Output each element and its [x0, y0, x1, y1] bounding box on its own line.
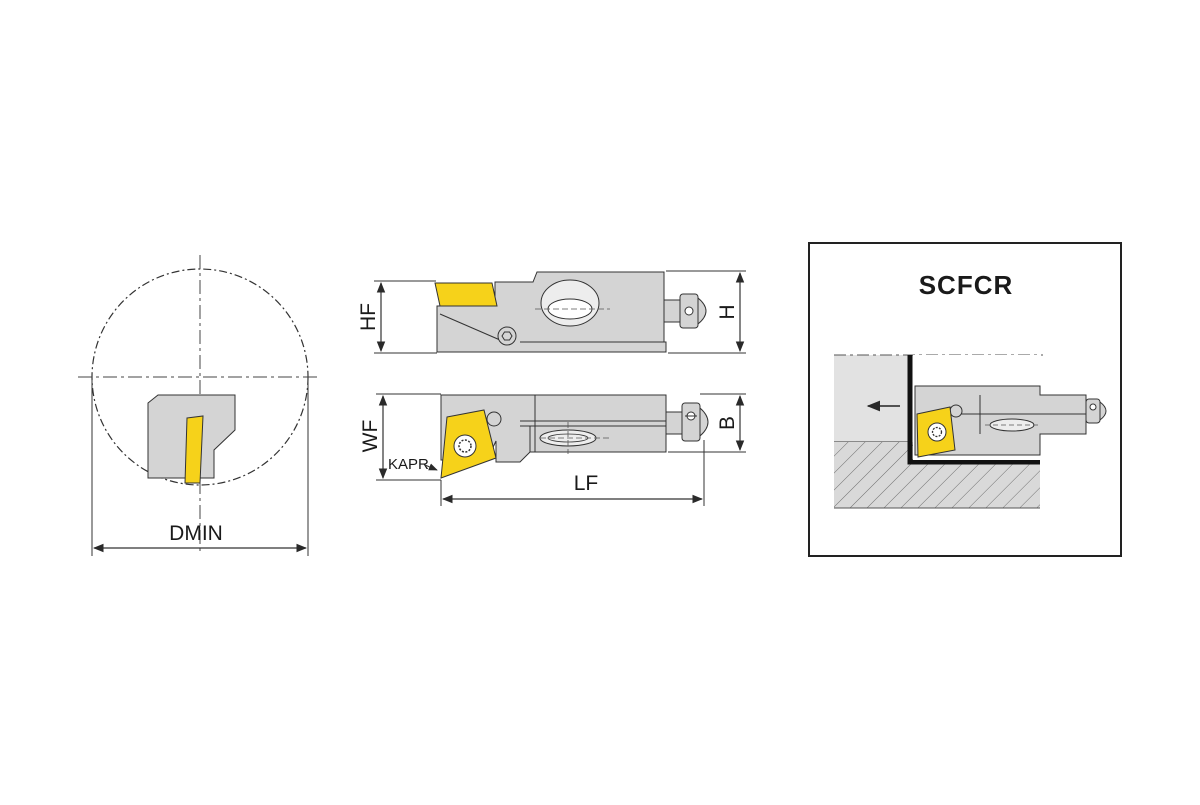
app-clamp-screw — [949, 404, 963, 418]
side-clamp-screw-hex — [501, 331, 513, 341]
top-insert-torx-icon — [458, 439, 472, 453]
app-insert-torx-icon — [931, 426, 943, 438]
tool-type-title: SCFCR — [919, 270, 1014, 300]
side-body-ramp — [439, 313, 501, 341]
top-adjust-head — [681, 402, 701, 442]
dmin-label: DMIN — [169, 522, 223, 545]
workpiece-upper — [834, 355, 908, 442]
insert-section — [184, 415, 204, 484]
app-adjust-cap — [1099, 400, 1107, 422]
b-label: B — [716, 416, 739, 430]
application-panel: SCFCR — [808, 242, 1122, 557]
app-adjust-head — [1085, 398, 1101, 424]
lf-label: LF — [574, 472, 599, 495]
side-insert — [434, 282, 498, 307]
side-adjust-cap — [697, 296, 707, 326]
top-clamp-screw — [486, 411, 502, 427]
hf-label: HF — [357, 303, 380, 331]
h-label: H — [716, 304, 739, 319]
side-view: HF H — [357, 270, 746, 354]
side-adjust-hole — [684, 306, 694, 316]
bore-view: DMIN — [78, 255, 320, 556]
wf-label: WF — [359, 420, 382, 453]
app-adjust-hole — [1089, 403, 1097, 411]
side-adjust-stem — [663, 299, 681, 323]
machined-profile — [907, 355, 1040, 465]
side-clamp-screw — [497, 326, 517, 346]
kapr-label: KAPR — [388, 456, 429, 473]
top-view: WF KAPR B LF — [359, 393, 746, 506]
top-adjust-cap — [699, 406, 709, 438]
top-adjust-stem — [665, 411, 683, 435]
kapr-leader — [424, 463, 438, 471]
